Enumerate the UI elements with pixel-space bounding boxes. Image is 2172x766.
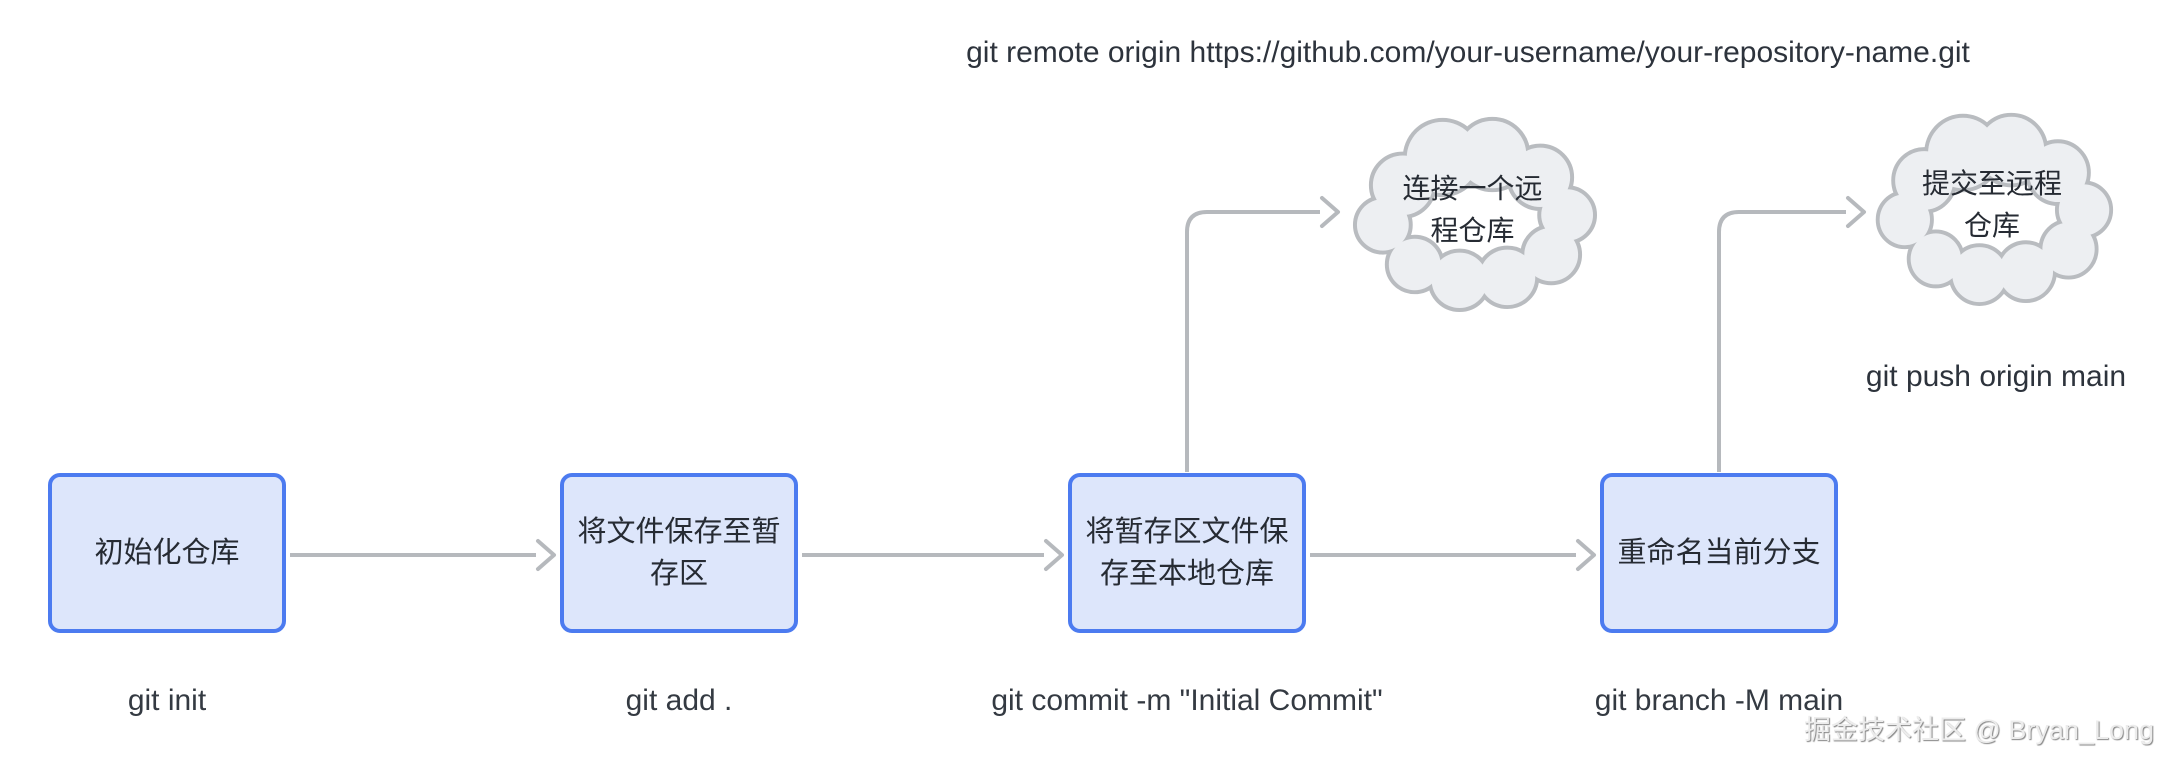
cloud-connect-remote-label: 连接一个远程仓库 [1402,173,1543,246]
cloud-push-remote: 提交至远程仓库 [1868,104,2116,306]
arrow-commit-to-remote-cloud [1185,196,1340,472]
push-command-text: git push origin main [1865,360,2127,393]
remote-origin-command-text: git remote origin https://github.com/you… [966,36,1970,69]
arrow-init-to-add [290,539,556,571]
step-box-add-label: 将文件保存至暂存区 [577,515,781,590]
arrow-commit-to-branch [1310,539,1596,571]
command-git-init: git init [127,684,207,717]
cloud-connect-remote: 连接一个远程仓库 [1345,108,1600,312]
command-git-commit: git commit -m "Initial Commit" [991,684,1383,717]
step-box-branch-label: 重命名当前分支 [1617,536,1821,569]
step-box-commit-label: 将暂存区文件保存至本地仓库 [1085,515,1289,590]
cloud-shape [1875,112,2114,306]
cloud-push-remote-label: 提交至远程仓库 [1921,168,2062,241]
command-git-add: git add . [625,684,733,717]
step-box-add: 将文件保存至暂存区 [560,473,798,633]
cloud-shape [1352,116,1598,312]
step-box-branch: 重命名当前分支 [1600,473,1838,633]
arrow-branch-to-push-cloud [1717,196,1866,472]
arrow-add-to-commit [802,539,1064,571]
step-box-init-label: 初始化仓库 [94,536,240,569]
step-box-commit: 将暂存区文件保存至本地仓库 [1068,473,1306,633]
watermark-text: 掘金技术社区 @ Bryan_Long [1803,715,2154,745]
step-box-init: 初始化仓库 [48,473,286,633]
command-git-branch: git branch -M main [1594,684,1844,717]
